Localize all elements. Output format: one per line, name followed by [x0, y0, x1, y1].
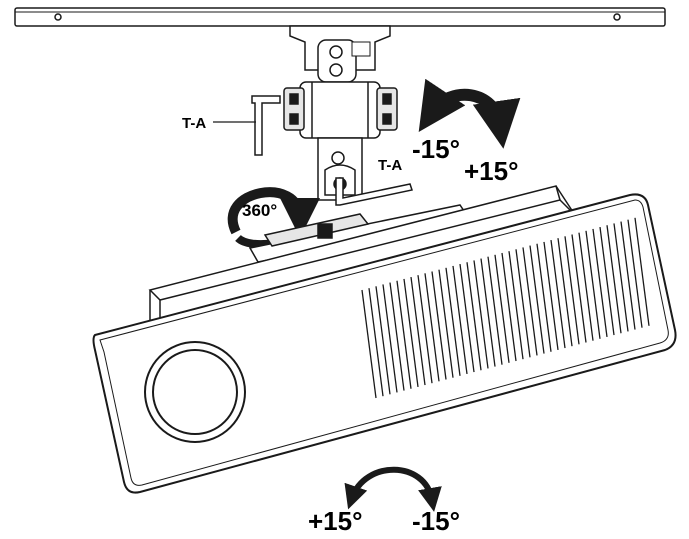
hex-key-label-left: T-A: [182, 115, 206, 132]
vent-slat: [389, 282, 405, 391]
screw-hole-right: [613, 13, 621, 21]
vent-slat: [424, 273, 440, 382]
vent-slat: [585, 230, 601, 339]
vent-slat: [536, 243, 552, 352]
vent-slat: [417, 275, 433, 384]
vent-slat: [515, 249, 531, 358]
adapter-plate: [148, 185, 576, 320]
vent-slat: [445, 267, 461, 376]
vent-slat: [613, 223, 629, 332]
vent-slat: [606, 225, 622, 334]
vent-slat: [522, 247, 538, 356]
vent-slat: [452, 265, 468, 375]
hex-key-right: [335, 177, 413, 206]
vent-slat: [599, 227, 615, 336]
clamp-block: [283, 81, 398, 139]
hex-key-label-right: T-A: [378, 157, 402, 174]
swivel-minus-label: -15°: [412, 506, 460, 536]
vent-slat: [431, 271, 447, 380]
vent-slat: [375, 286, 391, 395]
vent-slat: [410, 276, 426, 386]
tilt-minus-label: -15°: [412, 134, 460, 164]
tilt-plus-label: +15°: [464, 156, 519, 186]
vent-slat: [634, 217, 650, 326]
upper-bracket: [289, 25, 391, 83]
vent-slat: [592, 228, 608, 338]
vent-slat: [487, 256, 503, 365]
screw-hole-left: [54, 13, 62, 21]
vent-slat: [578, 232, 594, 341]
vent-slat: [473, 260, 489, 369]
vent-slat: [459, 264, 475, 373]
vent-slat: [480, 258, 496, 367]
vent-slat: [438, 269, 454, 378]
vent-slat: [494, 254, 510, 363]
vent-slat: [368, 288, 384, 397]
rotation-label: 360°: [242, 201, 277, 220]
vent-slat: [466, 262, 482, 371]
tilt-arrow-icon: [418, 78, 521, 149]
vent-slat: [550, 239, 566, 349]
hex-key-left: [213, 95, 281, 156]
vent-slat: [501, 252, 517, 362]
projector-lens: [144, 341, 246, 443]
vent-slat: [361, 289, 377, 399]
vent-slat: [557, 238, 573, 347]
vent-slat: [571, 234, 587, 343]
vent-grille: [361, 217, 650, 399]
vent-slat: [382, 284, 398, 393]
vent-slat: [396, 280, 412, 389]
projector-body: [92, 193, 677, 494]
vent-slat: [529, 245, 545, 354]
swivel-arrow-icon: [344, 466, 442, 512]
ceiling-plate: [14, 7, 666, 27]
vent-slat: [403, 278, 419, 387]
vent-slat: [508, 251, 524, 360]
vent-slat: [543, 241, 559, 350]
vent-slat: [627, 219, 643, 328]
vent-slat: [620, 221, 636, 330]
swivel-plus-label: +15°: [308, 506, 363, 536]
vent-slat: [564, 236, 580, 345]
